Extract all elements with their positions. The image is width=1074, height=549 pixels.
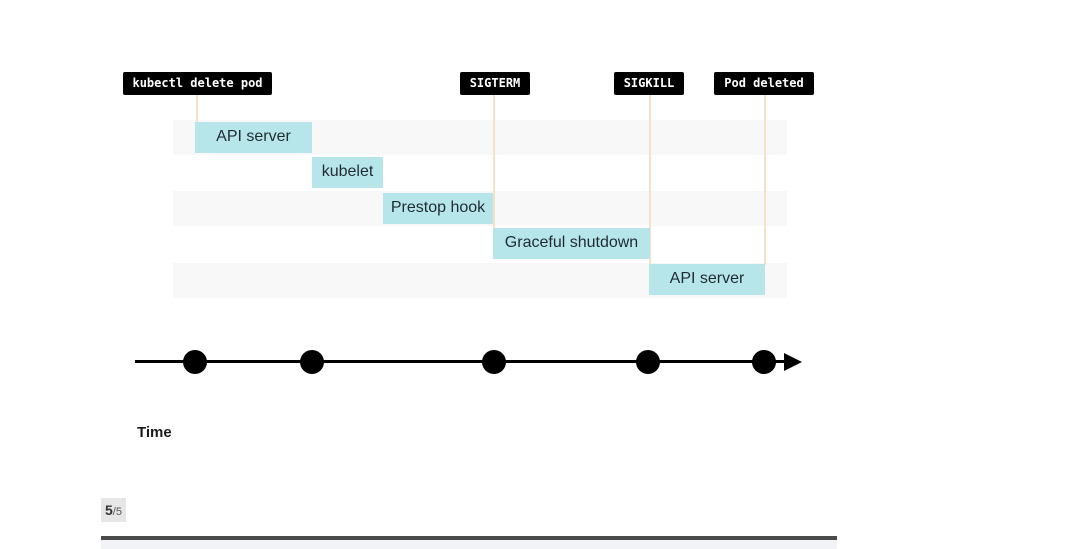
page-indicator: 5/5 (101, 498, 126, 522)
page-current: 5 (105, 502, 113, 518)
event-label-sigkill: SIGKILL (614, 72, 684, 95)
time-axis-arrow-icon (784, 353, 802, 371)
event-guide-line (493, 95, 495, 228)
timeline-dot (636, 350, 660, 374)
event-label-sigterm: SIGTERM (460, 72, 530, 95)
phase-api-server-final: API server (649, 264, 765, 295)
timeline-dot (752, 350, 776, 374)
slide-progress-bar (101, 536, 837, 549)
page-total: /5 (112, 506, 122, 518)
event-guide-line (764, 95, 766, 265)
timeline-dot (183, 350, 207, 374)
phase-kubelet: kubelet (312, 157, 383, 188)
slide-progress-fill (101, 536, 837, 540)
event-guide-line (196, 95, 198, 123)
time-axis-label: Time (137, 424, 172, 441)
event-guide-line (649, 95, 651, 265)
event-label-kubectl-delete-pod: kubectl delete pod (123, 72, 272, 95)
phase-api-server: API server (195, 122, 312, 153)
phase-prestop-hook: Prestop hook (383, 193, 493, 224)
timeline-dot (482, 350, 506, 374)
time-axis-line (135, 360, 790, 363)
event-label-pod-deleted: Pod deleted (714, 72, 814, 95)
timeline-dot (300, 350, 324, 374)
phase-graceful-shutdown: Graceful shutdown (493, 228, 650, 259)
